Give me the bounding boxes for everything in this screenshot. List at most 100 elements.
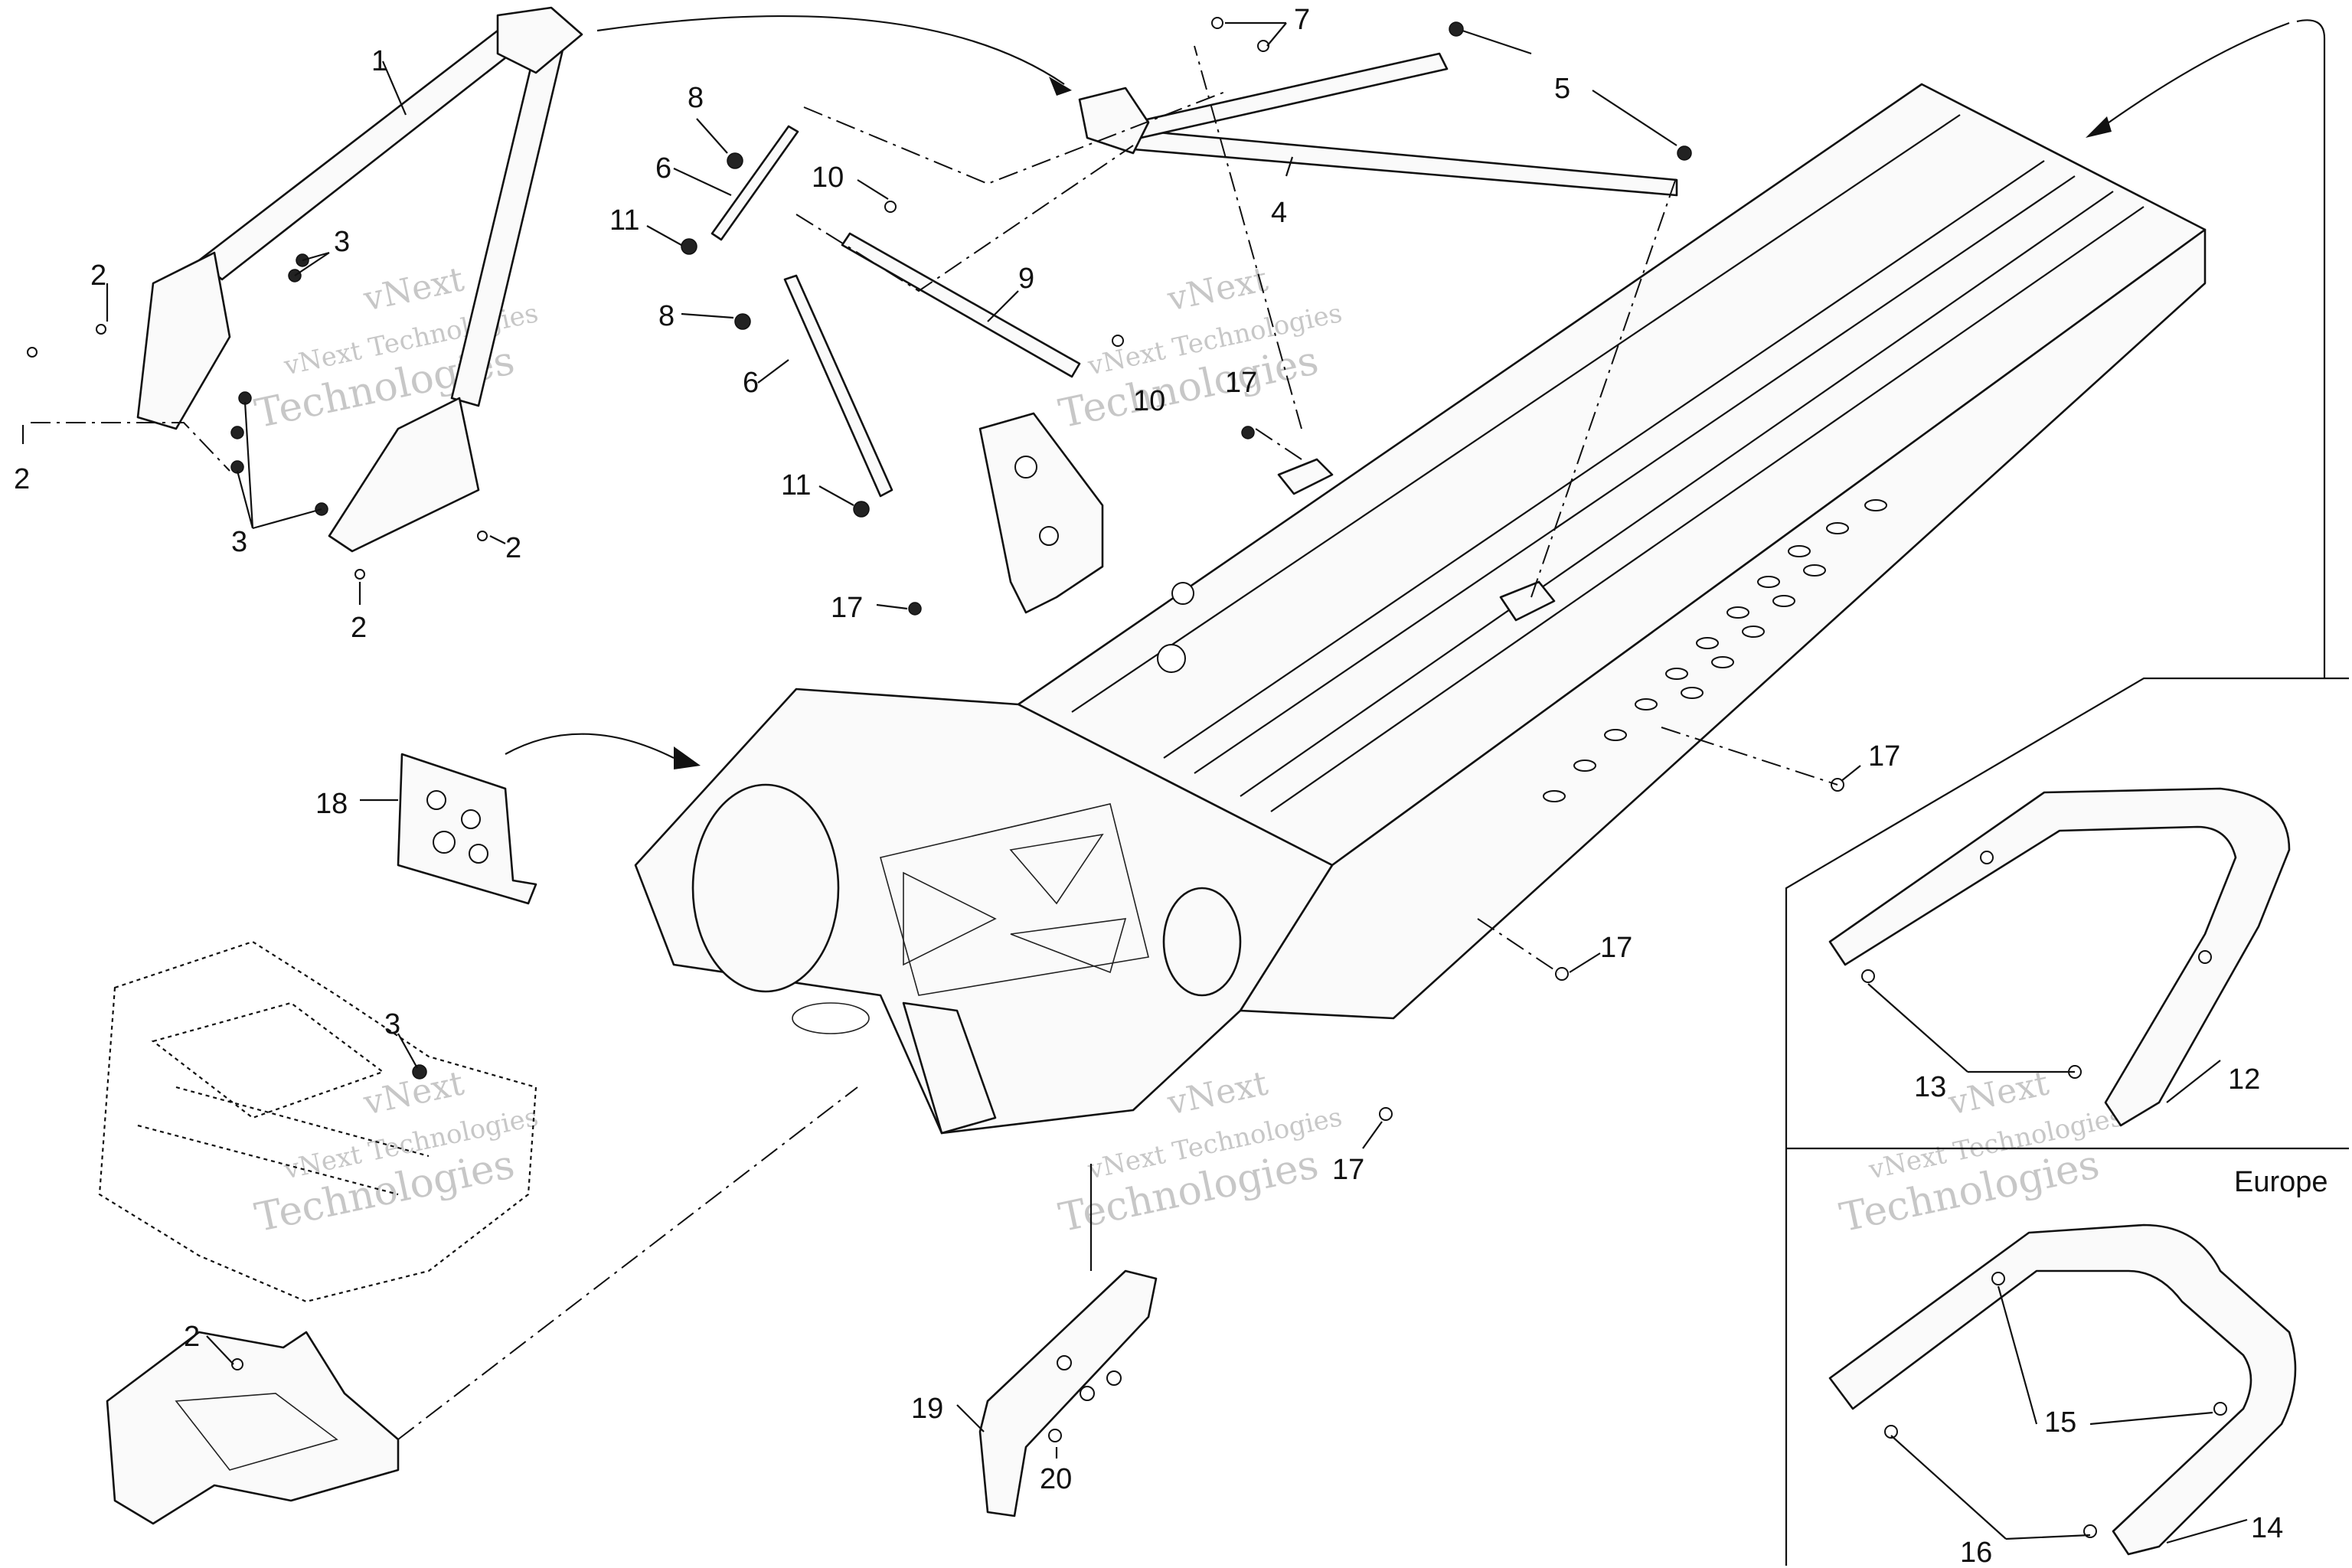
callout-9: 9: [1018, 263, 1034, 295]
nut-17b: [908, 602, 922, 616]
nut-5a: [1449, 21, 1464, 37]
nut-3b2: [230, 426, 244, 439]
dash-17d: [1477, 918, 1559, 973]
bulkhead-right-opening: [1162, 887, 1242, 997]
strut-1-left-tube: [198, 29, 522, 281]
leader-12: [2166, 1060, 2221, 1103]
watermark-2: vNext vNext Technologies Technologies: [1055, 260, 1344, 437]
part-19-guard: [978, 1269, 1158, 1517]
leader-2c: [489, 535, 506, 544]
bolt-10a: [884, 201, 897, 213]
rod-6-upper: [710, 125, 799, 241]
dash-5-to-tunnel: [1530, 175, 1677, 598]
callout-11-a: 11: [609, 204, 639, 237]
leader-17d: [1569, 952, 1601, 973]
fasteners: [27, 17, 1844, 1442]
bolt-20: [1048, 1429, 1062, 1442]
inset-frame-outline: [1785, 677, 2349, 1566]
leader-4: [1285, 156, 1294, 177]
bolt-2a: [96, 324, 106, 335]
watermark-5-top: vNext: [1164, 1063, 1272, 1123]
callout-8-a: 8: [688, 82, 704, 114]
callout-1: 1: [371, 45, 387, 77]
lower-left-bracket: [106, 1331, 400, 1525]
bulkhead-leg: [902, 1001, 997, 1135]
callout-19: 19: [911, 1393, 943, 1425]
part-12-bumper: [1828, 787, 2291, 1127]
ghost-mount-inner: [151, 1001, 385, 1119]
steering-bracket-body: [978, 412, 1104, 614]
part-14-bumper: [1828, 1223, 2297, 1556]
brace-4-lower-tube: [1132, 129, 1678, 197]
bolt-10b: [1112, 335, 1124, 347]
lower-left-bracket-detail: [175, 1393, 338, 1471]
callout-3-c: 3: [384, 1008, 400, 1040]
callout-labels: 1 2 2 2 2 2 3 3 3 4 5 6 6 7 8 8 9 10 10 …: [14, 4, 2328, 1568]
bumper-12-body: [1828, 787, 2291, 1127]
tunnel-stud-1: [1171, 582, 1194, 605]
leader-16: [1890, 1435, 2091, 1540]
leader-14: [2166, 1518, 2248, 1544]
brace-4-end-bracket: [1078, 87, 1150, 155]
callout-7: 7: [1294, 4, 1310, 36]
nut-3c: [412, 1064, 427, 1080]
bolt-2e: [231, 1358, 243, 1370]
nut-5b: [1677, 145, 1692, 161]
leader-10: [857, 179, 889, 200]
tunnel-bracket-rear: [1499, 580, 1556, 622]
callout-8-b: 8: [658, 300, 675, 332]
strut-1-left-foot: [136, 251, 231, 430]
callout-2-c: 2: [351, 612, 367, 644]
dash-2b: [31, 422, 230, 472]
watermark-2-top: vNext: [1164, 260, 1272, 319]
dash-17a: [1255, 428, 1302, 460]
strut-1-top-bracket: [496, 6, 583, 74]
dash-bracket-to-frame: [397, 1086, 858, 1440]
nut-8a: [727, 152, 743, 169]
callout-17-d: 17: [1600, 932, 1632, 964]
callout-3-b: 3: [231, 526, 247, 558]
callout-6-a: 6: [655, 152, 671, 185]
callout-12: 12: [2228, 1063, 2260, 1096]
ghost-engine-mount: [98, 940, 537, 1303]
ghost-mount-outline: [98, 940, 537, 1303]
inset-frames: [1785, 19, 2349, 1566]
callout-2-e: 2: [184, 1321, 200, 1353]
rod-6-lower: [783, 274, 893, 498]
callout-15: 15: [2044, 1406, 2076, 1439]
bolt-7b: [1257, 40, 1269, 52]
tunnel-vent-holes: [1543, 499, 1887, 802]
arrow-1-to-4-head: [1049, 77, 1072, 96]
leader-13: [1867, 983, 2075, 1073]
inset-leader-line: [2296, 19, 2326, 678]
dash-17c: [1661, 727, 1838, 786]
bulkhead-left-opening: [691, 783, 840, 993]
part-18-plate: [397, 753, 537, 905]
plate-18-body: [397, 753, 537, 905]
dash-9-to-4: [795, 145, 1134, 292]
leader-17e: [1362, 1121, 1383, 1149]
leader-3c: [397, 1033, 418, 1069]
callout-17-c: 17: [1868, 740, 1900, 773]
bumper-14-body: [1828, 1223, 2297, 1556]
rod-9: [841, 232, 1081, 378]
arrow-18: [505, 733, 675, 759]
leader-15: [1997, 1285, 2213, 1426]
callout-14: 14: [2251, 1512, 2283, 1544]
tunnel-rail-5: [1270, 206, 2145, 812]
callout-10-a: 10: [812, 162, 844, 194]
callout-17-e: 17: [1332, 1154, 1364, 1186]
callout-17-b: 17: [1225, 367, 1257, 399]
leader-17a: [876, 603, 908, 610]
part-1-a-frame-strut: [136, 6, 583, 553]
part-4-brace: [1078, 52, 1678, 197]
watermark-6: vNext vNext Technologies Technologies: [1836, 1063, 2125, 1241]
guard-19-body: [978, 1269, 1158, 1517]
bulkhead-cutouts: [903, 833, 1127, 974]
callout-11-b: 11: [781, 469, 811, 501]
arrow-18-head: [674, 746, 701, 769]
strut-1-right-foot: [328, 397, 480, 553]
bulkhead-center-panel: [880, 803, 1149, 996]
dash-7-to-tunnel: [1194, 45, 1302, 430]
